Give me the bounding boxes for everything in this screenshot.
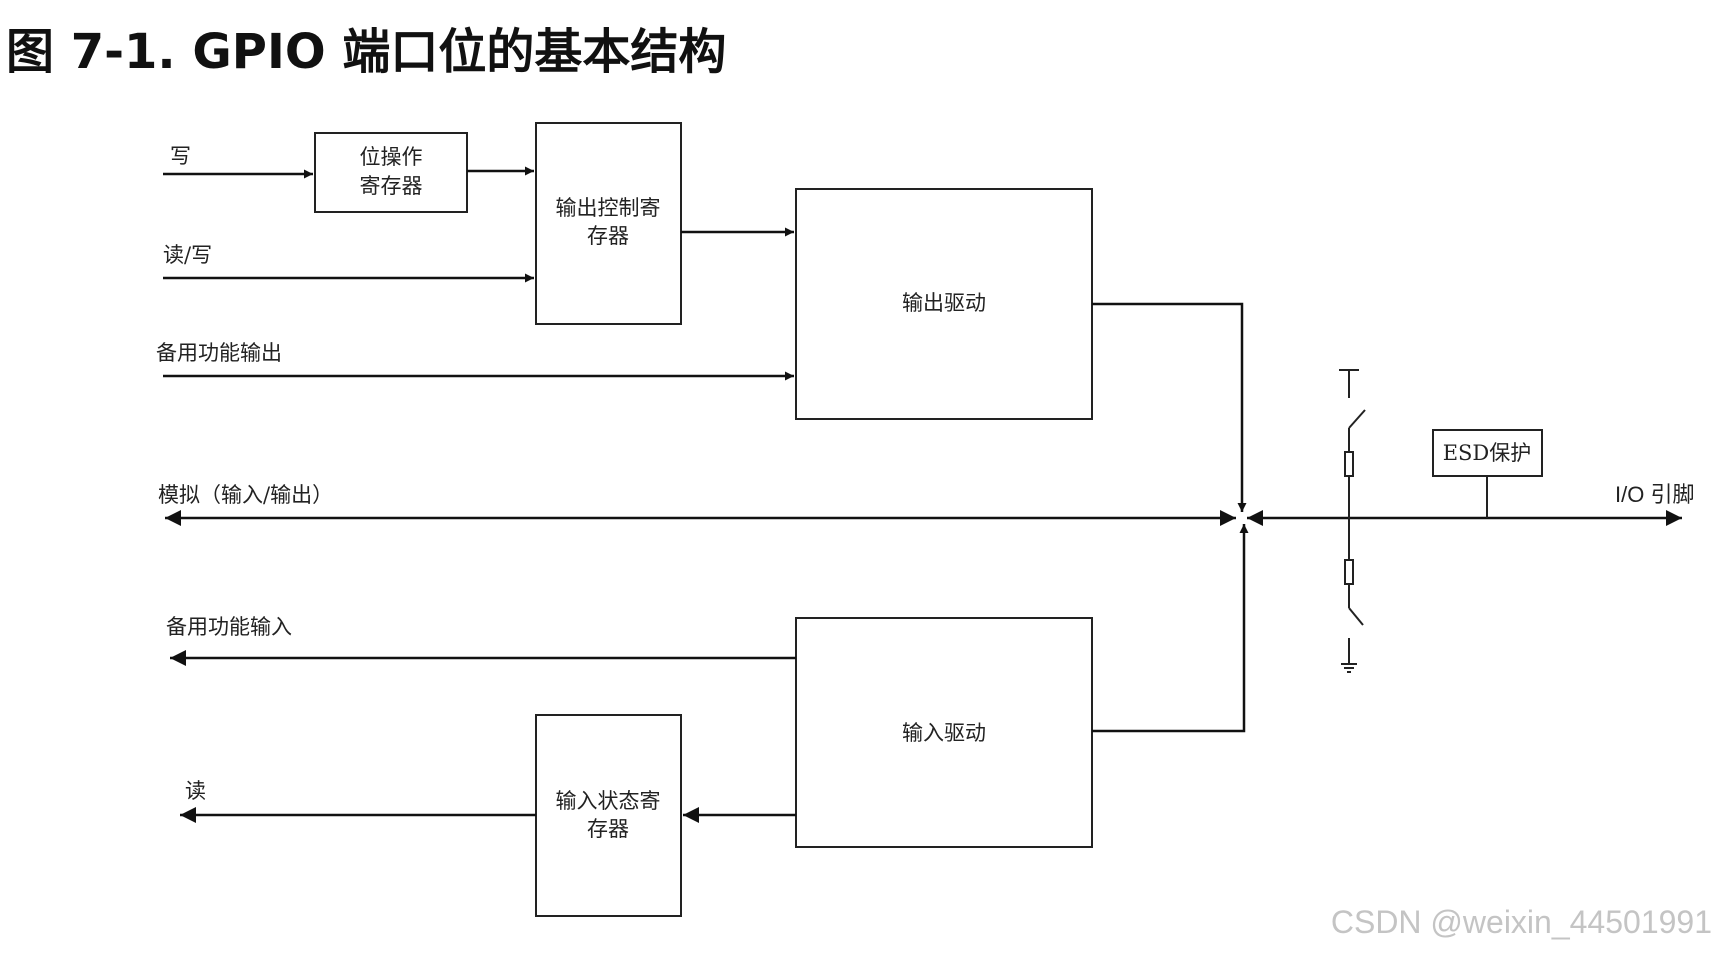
analog-label: 模拟（输入/输出） <box>158 483 333 507</box>
alt-func-input-label: 备用功能输入 <box>166 615 292 639</box>
output-control-register-label-line2: 存器 <box>587 224 629 248</box>
lower-switch-icon <box>1348 607 1364 626</box>
write-label: 写 <box>170 144 191 168</box>
input-status-register-label-line1: 输入状态寄 <box>556 789 661 813</box>
read-write-label: 读/写 <box>163 243 212 267</box>
figure-title: 图 7-1. GPIO 端口位的基本结构 <box>6 24 726 80</box>
input-driver-label: 输入驱动 <box>902 721 986 745</box>
outdriver-to-junction-wire <box>1092 302 1247 512</box>
protection-switch-network <box>1339 369 1366 673</box>
bit-op-register-block: 位操作 寄存器 <box>314 132 468 213</box>
esd-protection-label: ESD保护 <box>1443 441 1532 465</box>
input-status-register-label-line2: 存器 <box>587 817 629 841</box>
output-control-register-block: 输出控制寄 存器 <box>535 122 682 325</box>
bit-op-register-label-line1: 位操作 <box>360 145 423 169</box>
output-driver-label: 输出驱动 <box>902 291 986 315</box>
alt-func-output-label: 备用功能输出 <box>156 341 282 365</box>
upper-resistor-icon <box>1344 451 1354 477</box>
input-status-register-block: 输入状态寄 存器 <box>535 714 682 917</box>
input-driver-block: 输入驱动 <box>795 617 1093 848</box>
bit-op-register-label-line2: 寄存器 <box>360 174 423 198</box>
output-driver-block: 输出驱动 <box>795 188 1093 420</box>
read-label: 读 <box>185 779 206 803</box>
indriver-to-junction-wire <box>1092 524 1249 733</box>
io-pin-label: I/O 引脚 <box>1615 482 1694 507</box>
watermark: CSDN @weixin_44501991 <box>1331 904 1712 940</box>
upper-switch-icon <box>1348 409 1366 429</box>
esd-protection-block: ESD保护 <box>1432 429 1543 477</box>
output-control-register-label-line1: 输出控制寄 <box>556 196 661 220</box>
lower-resistor-icon <box>1344 559 1354 585</box>
